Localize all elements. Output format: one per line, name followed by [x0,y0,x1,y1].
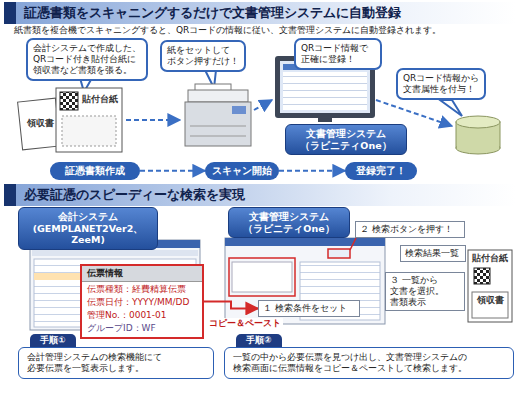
section-heading: 必要証憑のスピーディーな検索を実現 [4,184,516,206]
node-text: 貼付台紙 [468,253,512,263]
printer-panel [232,106,246,114]
connector-label: コピー＆ペースト [207,318,283,329]
node-text: 一覧の中から必要伝票を見つけ出し、文書管理システムの 検索画面に伝票情報をコピー… [224,347,514,379]
system-box: 会計システム (GEMPLANET2Ver2、ZeeM) [18,207,158,250]
speech-callout: QRコード情報から 文書属性を付与！ [396,68,486,100]
mount-sheet [56,88,122,152]
window-list [283,72,367,110]
system-box: 文書管理システム （ラビニティOne） [285,124,407,155]
node-text: 文書管理システム （ラビニティOne） [290,128,402,151]
node-text: 管理No.：0001-01 [82,308,202,321]
node-text: グループID：WF [82,321,202,334]
qr-code [60,92,78,110]
node-text: 伝票種類：経費精算伝票 [82,282,202,295]
step-note: １ 検索条件をセット [258,300,360,317]
scanner-lid [188,90,248,102]
sheet-label: 貼付台紙 [79,94,121,104]
node-text: 領収書 [22,118,58,128]
section-heading: 証憑書類をスキャニングするだけで文書管理システムに自動登録 [4,2,516,24]
qr-code [474,268,490,284]
node-text: ２ 検索ボタンを押す！ [360,224,460,235]
node-text: 文書管理システム （ラビニティOne） [233,211,345,234]
receipt-paper [18,98,61,150]
speech-callout: QRコード情報で 正確に登録！ [294,38,382,70]
node-text: 手順② [236,334,282,347]
node-text: ３ 一覧から 文書を選択。 書類表示 [390,275,460,308]
speech-callout: 会計システムで作成した、 QRコード付き貼付台紙に 領収書など書類を張る。 [26,38,148,81]
printer-tray [190,136,246,137]
subtitle-note: 紙書類を複合機でスキャニングすると、QRコードの情報に従い、文書管理システムに自… [14,25,514,36]
highlight-frame [229,258,295,296]
node-text: 伝票日付：YYYY/MM/DD [82,295,202,308]
flow-arrow [126,119,180,121]
printer-body [185,102,251,146]
node-text: 証憑書類をスキャニングするだけで文書管理システムに自動登録 [24,5,508,21]
node-text: QRコード情報で 正確に登録！ [301,43,375,65]
toolbar [32,250,198,256]
flow-arrow [376,100,452,126]
step-note: ３ 一覧から 文書を選択。 書類表示 [385,272,465,311]
node-text: 領収書 [472,295,508,305]
procedure-box: 手順①会計管理システムの検索機能にて 必要伝票を一覧表示します。 [18,334,214,379]
node-text: QRコード情報から 文書属性を付与！ [403,73,479,95]
flow-arrow [254,100,272,110]
node-text: 登録完了！ [349,165,413,177]
step-tag: 登録完了！ [345,162,417,180]
database-top [456,116,500,128]
node-text: 会計システム (GEMPLANET2Ver2、ZeeM) [23,211,153,246]
node-text: １ 検索条件をセット [263,303,355,314]
speech-callout: 紙をセットして ボタン押すだけ！ [160,40,246,72]
receipt-paper [472,292,508,318]
node-text: スキャン開始 [209,165,275,177]
step-note: 検索結果一覧 [400,245,466,262]
system-box: 文書管理システム （ラビニティOne） [228,207,350,238]
screenshot [225,238,385,324]
flow-connector [204,301,258,308]
node-text: 手順① [30,334,76,347]
leader-line [350,238,356,250]
step-note: ２ 検索ボタンを押す！ [355,221,465,238]
procedure-box: 手順②一覧の中から必要伝票を見つけ出し、文書管理システムの 検索画面に伝票情報を… [224,334,514,379]
monitor-stand [318,118,332,122]
search-button [328,249,350,258]
sheet-label: 貼付台紙領収書 [468,253,512,322]
node-text: 紙をセットして ボタン押すだけ！ [167,45,239,67]
node-text: 会計管理システムの検索機能にて 必要伝票を一覧表示します。 [18,347,214,379]
paste-area [62,116,116,146]
node-text: 会計システムで作成した、 QRコード付き貼付台紙に 領収書など書類を張る。 [33,43,141,76]
search-form [232,262,292,292]
step-tag: 証憑書類作成 [50,162,140,180]
step-tag: スキャン開始 [205,162,279,180]
callout-tail [440,100,462,116]
node-text: 必要証憑のスピーディーな検索を実現 [24,187,508,203]
flow-connector [279,170,345,172]
slip-popup: 伝票情報伝票種類：経費精算伝票伝票日付：YYYY/MM/DD管理No.：0001… [80,264,204,339]
node-text: 伝票情報 [82,266,202,282]
node-text: 検索結果一覧 [405,248,461,259]
printer-tray [190,126,246,127]
mount-sheet [468,250,512,322]
node-text: 証憑書類作成 [54,165,136,177]
receipt-label: 領収書 [472,295,508,305]
receipt-label: 領収書 [22,118,58,128]
flow-connector [140,170,205,172]
database [457,140,499,148]
node-text: 貼付台紙 [79,94,121,104]
window-bar [225,238,385,246]
